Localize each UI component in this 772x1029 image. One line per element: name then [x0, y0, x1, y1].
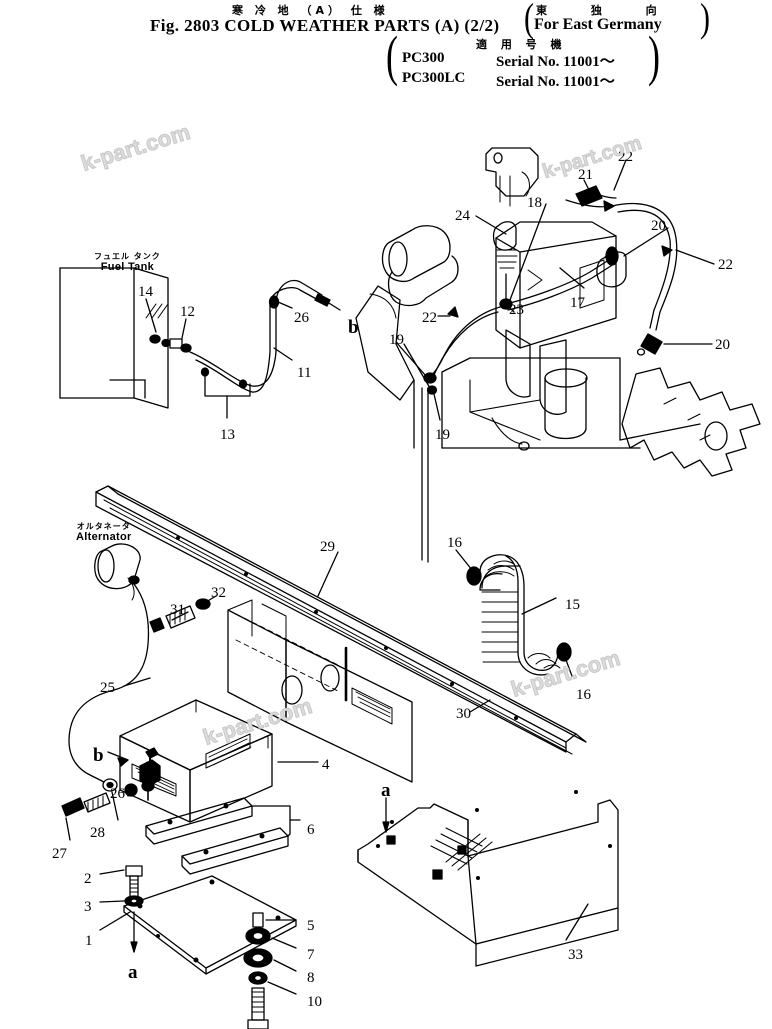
callout-6: 6: [307, 822, 315, 838]
callout-16: 16: [576, 687, 591, 703]
callout-22: 22: [718, 257, 733, 273]
base-plate-assembly: [100, 798, 300, 1029]
callout-19: 19: [389, 332, 404, 348]
callout-19: 19: [435, 427, 450, 443]
cover-panel-33: [358, 790, 618, 966]
model-2: PC300LC: [402, 70, 466, 86]
serial-2: Serial No. 11001～: [496, 74, 615, 90]
header-japanese-serial-note: 適 用 号 機: [476, 38, 567, 51]
section-marker-a: a: [128, 962, 138, 983]
callout-23: 23: [509, 302, 524, 318]
callout-26: 26: [294, 310, 309, 326]
section-marker-a: a: [381, 780, 391, 801]
callout-28: 28: [90, 825, 105, 841]
serial-1: Serial No. 11001～: [496, 54, 615, 70]
callout-12: 12: [180, 304, 195, 320]
callout-26: 26: [110, 786, 125, 802]
figure-title: Fig. 2803 COLD WEATHER PARTS (A) (2/2): [150, 16, 500, 35]
section-marker-b: b: [93, 745, 104, 766]
section-marker-b: b: [348, 317, 359, 338]
engine-assembly: [356, 148, 760, 562]
callout-27: 27: [52, 846, 67, 862]
region-note: For East Germany: [534, 16, 662, 33]
callout-29: 29: [320, 539, 335, 555]
model-1: PC300: [402, 50, 445, 66]
callout-8: 8: [307, 970, 315, 986]
callout-5: 5: [307, 918, 315, 934]
callout-11: 11: [297, 365, 312, 381]
label-fuel-tank-jp: フュエル タンク: [94, 252, 161, 261]
callout-4: 4: [322, 757, 330, 773]
page-header: 寒 冷 地 （A） 仕 様 東 独 向 適 用 号 機 Fig. 2803 CO…: [0, 0, 772, 96]
callout-22: 22: [422, 310, 437, 326]
callout-33: 33: [568, 947, 583, 963]
callout-31: 31: [170, 602, 185, 618]
callout-15: 15: [565, 597, 580, 613]
callout-10: 10: [307, 994, 322, 1010]
region-paren-close: ): [700, 0, 710, 41]
flexible-hose-assembly: [456, 550, 572, 676]
heater-and-rail-assembly: [62, 486, 586, 840]
callout-3: 3: [84, 899, 92, 915]
callout-22: 22: [618, 149, 633, 165]
callout-7: 7: [307, 947, 315, 963]
callout-17: 17: [570, 295, 585, 311]
label-alternator-jp: オルタネータ: [76, 522, 131, 531]
header-japanese-region: 東 独 向: [536, 4, 677, 17]
callout-18: 18: [527, 195, 542, 211]
serial-paren-open: (: [386, 25, 398, 87]
label-alternator: オルタネータ Alternator: [76, 522, 132, 544]
callout-24: 24: [455, 208, 470, 224]
callout-1: 1: [85, 933, 93, 949]
label-fuel-tank-en: Fuel Tank: [100, 261, 155, 274]
callout-32: 32: [211, 585, 226, 601]
callout-16: 16: [447, 535, 462, 551]
label-fuel-tank: フュエル タンク Fuel Tank: [94, 252, 161, 274]
callout-20: 20: [715, 337, 730, 353]
serial-paren-close: ): [648, 25, 660, 87]
callout-25: 25: [100, 680, 115, 696]
region-paren-open: (: [524, 0, 534, 41]
callout-2: 2: [84, 871, 92, 887]
callout-20: 20: [651, 218, 666, 234]
callout-13: 13: [220, 427, 235, 443]
callout-30: 30: [456, 706, 471, 722]
callout-14: 14: [138, 284, 153, 300]
label-alternator-en: Alternator: [76, 531, 132, 544]
callout-21: 21: [578, 167, 593, 183]
fuel-tank-assembly: [60, 268, 340, 418]
header-japanese-title: 寒 冷 地 （A） 仕 様: [232, 4, 389, 17]
